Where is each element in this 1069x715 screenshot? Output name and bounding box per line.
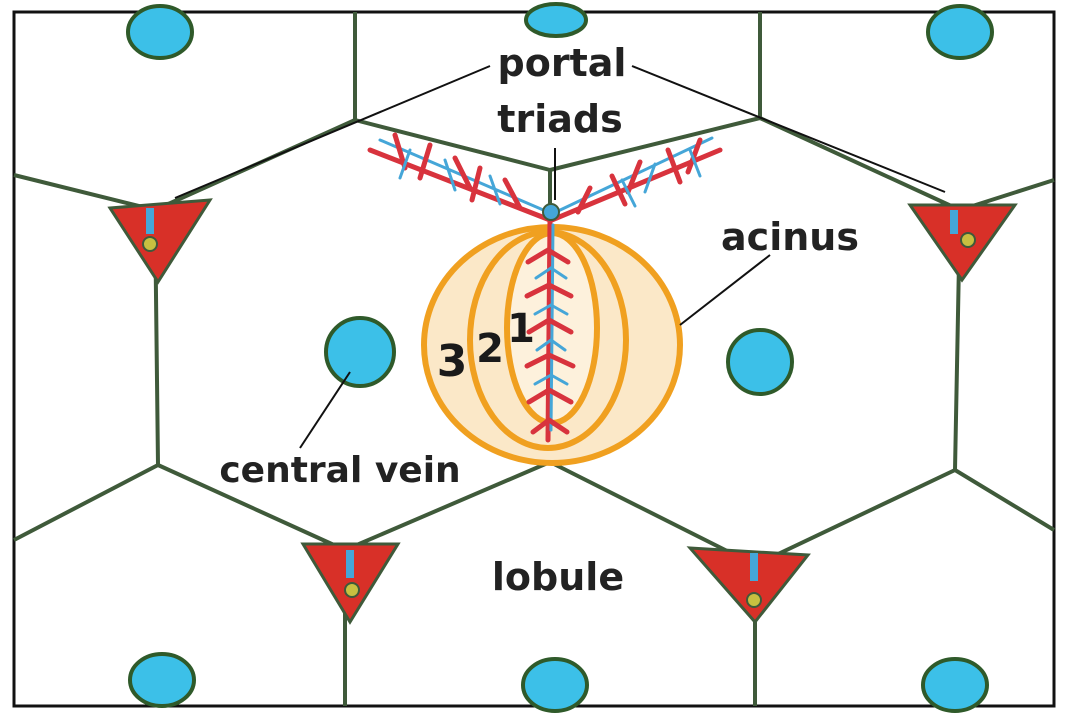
label-central-vein: central vein [219, 450, 460, 491]
label-triads: triads [497, 97, 622, 141]
portal-triad [686, 546, 811, 625]
label-portal: portal [498, 41, 627, 85]
cropped-title-fragment [618, 0, 1069, 12]
label-zone-2: 2 [476, 326, 504, 372]
central-vein-circle [921, 657, 989, 713]
diagram-labels: portal triads acinus central vein lobule… [219, 41, 859, 599]
label-lobule: lobule [492, 555, 624, 599]
central-vein-circle [524, 2, 588, 38]
central-vein-circle [926, 4, 994, 60]
portal-triad [107, 198, 213, 285]
label-acinus: acinus [721, 215, 859, 259]
central-vein-circle [324, 316, 396, 388]
central-vein-circle [521, 657, 589, 713]
portal-triad [907, 203, 1018, 283]
central-vein-circle [126, 4, 194, 60]
portal-vessel-branches [367, 132, 723, 443]
label-zone-3: 3 [437, 336, 468, 387]
central-vein-circle [128, 652, 196, 708]
leader-lines [174, 65, 946, 449]
central-vein-circle [726, 328, 794, 396]
central-veins [126, 2, 994, 713]
portal-triad [300, 542, 401, 625]
label-zone-1: 1 [507, 306, 535, 352]
portal-triads [107, 198, 1018, 625]
